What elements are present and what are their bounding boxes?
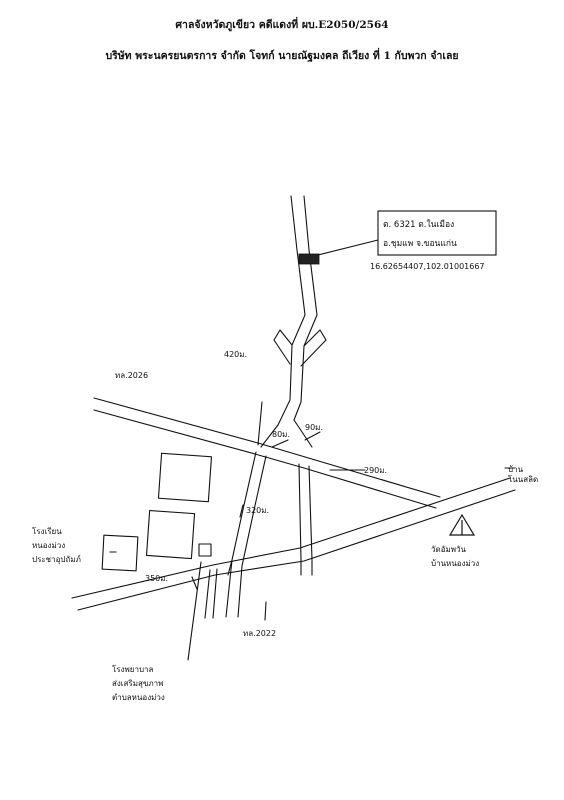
temple-icon xyxy=(448,513,476,536)
school-label-line2: หนองม่วง xyxy=(32,541,65,550)
connector-east xyxy=(298,463,313,576)
gps-coordinates: 16.62654407,102.01001667 xyxy=(370,262,485,271)
distance-90: 90ม. xyxy=(305,423,323,432)
hospital-label-line2: ส่งเสริมสุขภาพ xyxy=(112,679,163,688)
north-road-branch-right xyxy=(300,329,327,367)
east-destination-line1: บ้าน xyxy=(508,465,524,474)
school-label-line3: ประชาอุปถัมภ์ xyxy=(32,554,81,564)
temple-label-line1: วัดอัมพวัน xyxy=(431,545,467,554)
document-title: ศาลจังหวัดภูเขียว คดีแดงที่ ผบ.E2050/256… xyxy=(175,19,389,31)
case-parties: บริษัท พระนครยนตรการ จำกัด โจทก์ นายณัฐม… xyxy=(105,50,459,62)
east-destination-line2: โนนสลิด xyxy=(508,474,538,484)
target-label-box xyxy=(377,210,497,256)
building-block-2 xyxy=(145,509,196,560)
hospital-label-line3: ตำบลหนองม่วง xyxy=(112,693,165,702)
road-2022 xyxy=(71,477,516,611)
temple-label-line2: บ้านหนองม่วง xyxy=(431,559,479,568)
school-block xyxy=(101,534,139,572)
road-label-2022: ทล.2022 xyxy=(243,629,276,638)
stub-road xyxy=(204,568,218,619)
target-label-line1: ต. 6321 ต.ในเมือง xyxy=(383,219,454,230)
school-label-line1: โรงเรียน xyxy=(32,526,62,536)
hospital-label-line1: โรงพยาบาล xyxy=(112,664,154,674)
hospital-block xyxy=(198,543,212,557)
distance-290: 290ม. xyxy=(364,466,387,475)
target-property-marker xyxy=(298,253,320,265)
target-label-line2: อ.ชุมแพ จ.ขอนแก่น xyxy=(383,239,457,249)
connector-west xyxy=(225,451,267,618)
building-block-1 xyxy=(157,452,213,503)
road-label-2026: ทล.2026 xyxy=(115,371,148,380)
distance-420: 420ม. xyxy=(224,350,247,359)
distance-80: 80ม. xyxy=(272,430,290,439)
road-2026 xyxy=(93,397,441,509)
north-road-branch-left xyxy=(273,329,293,365)
distance-350: 350ม. xyxy=(145,574,168,583)
distance-320: 320ม. xyxy=(246,506,269,515)
north-road xyxy=(260,195,318,448)
extension-south xyxy=(227,559,233,576)
